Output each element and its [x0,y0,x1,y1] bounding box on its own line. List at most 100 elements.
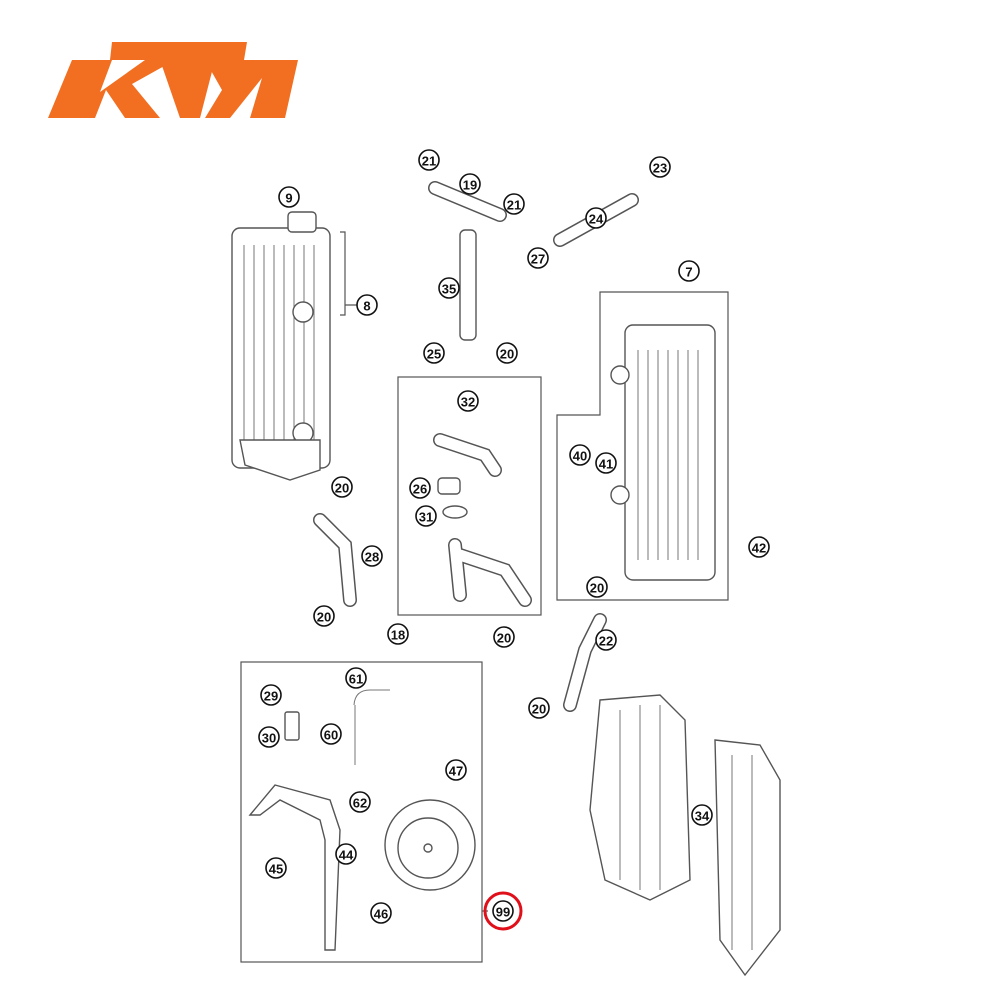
callout-circle [345,667,367,689]
callout-label: 22 [599,634,613,649]
callout-label: 18 [391,628,405,643]
callout-label: 31 [419,510,433,525]
fan-group-box [240,661,483,963]
right-radiator [610,324,716,581]
callout-label: 26 [413,482,427,497]
callout-7[interactable]: 7 [678,260,700,282]
callout-45[interactable]: 45 [265,857,287,879]
callout-20[interactable]: 20 [528,697,550,719]
callout-circle [409,477,431,499]
callout-label: 35 [442,282,456,297]
callout-21[interactable]: 21 [418,149,440,171]
callout-circle [678,260,700,282]
callout-label: 29 [264,689,278,704]
callout-23[interactable]: 23 [649,156,671,178]
callout-30[interactable]: 30 [258,726,280,748]
callout-20[interactable]: 20 [313,605,335,627]
right-radiator-group-box [556,291,729,601]
callout-circle [356,294,378,316]
callout-label: 30 [262,731,276,746]
callout-20[interactable]: 20 [493,626,515,648]
callout-41[interactable]: 41 [595,452,617,474]
callout-circle [528,697,550,719]
callout-label: 45 [269,862,283,877]
callout-60[interactable]: 60 [320,723,342,745]
callout-circle [313,605,335,627]
callout-label: 20 [497,631,511,646]
thermostat-parts [433,433,532,607]
callout-label: 20 [532,702,546,717]
callout-99[interactable]: 99 [483,891,523,931]
callout-circle [387,623,409,645]
callout-circle [496,342,518,364]
callout-circle [493,626,515,648]
callout-label: 8 [363,299,370,314]
callout-19[interactable]: 19 [459,173,481,195]
fan-parts [248,689,476,951]
callout-circle [258,726,280,748]
callout-circle [649,156,671,178]
callout-label: 44 [339,848,354,863]
callout-22[interactable]: 22 [595,629,617,651]
callout-20[interactable]: 20 [496,342,518,364]
callout-47[interactable]: 47 [445,759,467,781]
callout-44[interactable]: 44 [335,843,357,865]
callout-61[interactable]: 61 [345,667,367,689]
callout-label: 20 [590,581,604,596]
callout-label: 24 [589,212,604,227]
callout-circle [361,545,383,567]
callout-28[interactable]: 28 [361,545,383,567]
callout-circle [335,843,357,865]
callout-label: 46 [374,907,388,922]
callout-label: 40 [573,449,587,464]
callout-21[interactable]: 21 [503,193,525,215]
callout-31[interactable]: 31 [415,505,437,527]
callout-label: 34 [695,809,710,824]
callout-40[interactable]: 40 [569,444,591,466]
callout-circle [349,791,371,813]
callout-62[interactable]: 62 [349,791,371,813]
callout-circle [503,193,525,215]
callout-circle [691,804,713,826]
callout-circle [415,505,437,527]
callout-25[interactable]: 25 [423,342,445,364]
callout-20[interactable]: 20 [586,576,608,598]
callout-circle [265,857,287,879]
callout-34[interactable]: 34 [691,804,713,826]
callout-label: 19 [463,178,477,193]
callout-circle [278,186,300,208]
callout-circle [320,723,342,745]
callout-circle [492,900,514,922]
callout-27[interactable]: 27 [527,247,549,269]
callout-circle [595,452,617,474]
callout-label: 7 [685,265,692,280]
callout-20[interactable]: 20 [331,476,353,498]
callout-label: 20 [317,610,331,625]
callout-label: 21 [507,198,521,213]
callout-label: 47 [449,764,463,779]
callout-9[interactable]: 9 [278,186,300,208]
callout-circle [748,536,770,558]
left-radiator [231,211,331,481]
callout-24[interactable]: 24 [585,207,607,229]
callout-26[interactable]: 26 [409,477,431,499]
highlight-ring [483,891,523,931]
callout-label: 41 [599,457,613,472]
callout-label: 60 [324,728,338,743]
callout-29[interactable]: 29 [260,684,282,706]
callout-circle [595,629,617,651]
callout-label: 61 [349,672,363,687]
callout-18[interactable]: 18 [387,623,409,645]
callout-32[interactable]: 32 [457,390,479,412]
callout-circle [586,576,608,598]
thermostat-group-box [397,376,542,616]
callout-46[interactable]: 46 [370,902,392,924]
callout-label: 21 [422,154,436,169]
callout-8[interactable]: 8 [356,294,378,316]
callout-circle [260,684,282,706]
callout-42[interactable]: 42 [748,536,770,558]
callout-label: 28 [365,550,379,565]
callout-35[interactable]: 35 [438,277,460,299]
ktm-logo [48,42,298,118]
